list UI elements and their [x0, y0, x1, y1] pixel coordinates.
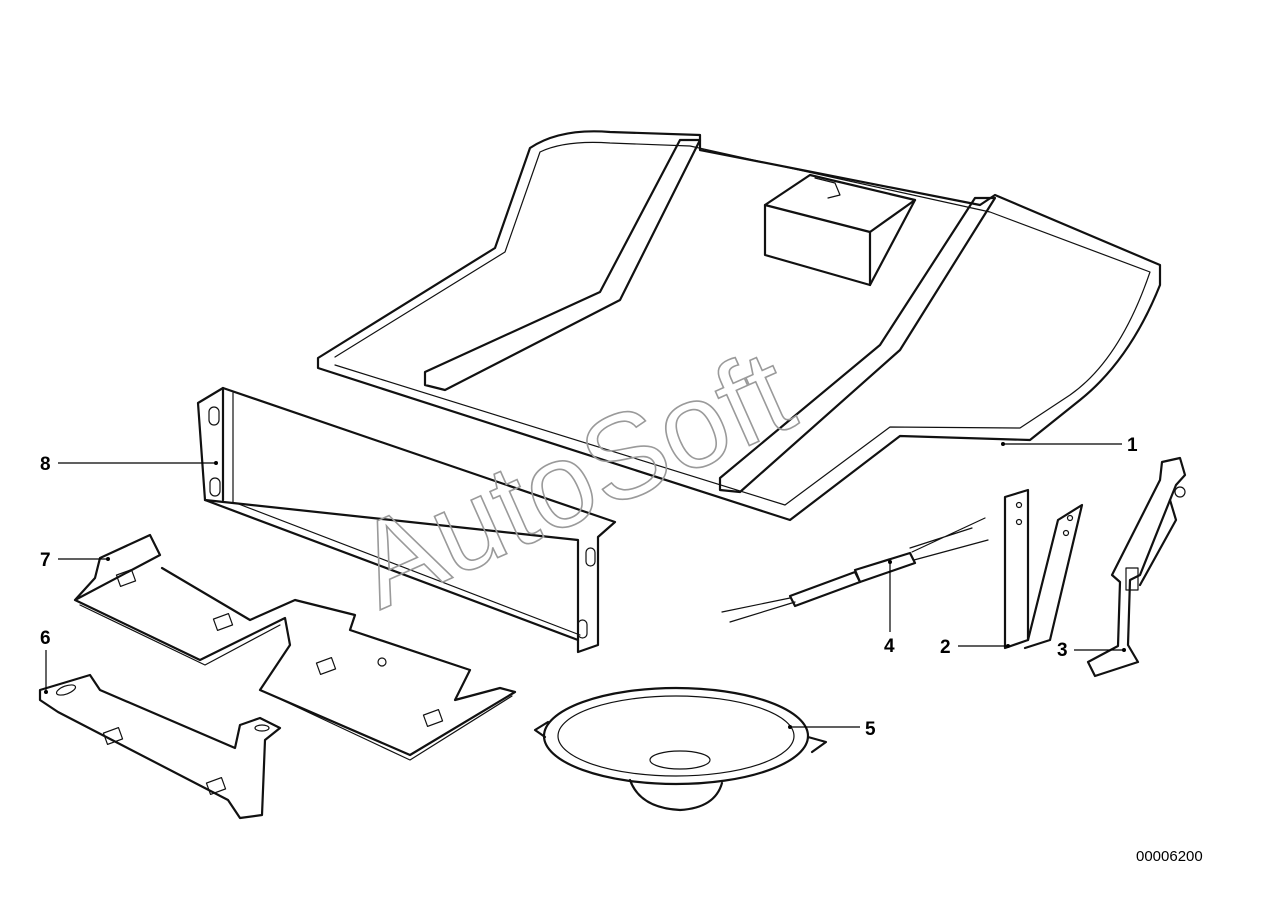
loudspeaker-part — [533, 686, 828, 812]
callout-3: 3 — [1057, 640, 1068, 661]
callout-5: 5 — [865, 719, 876, 740]
angle-bracket-part — [1003, 488, 1084, 650]
support-strut-part — [1086, 456, 1187, 678]
callout-2: 2 — [940, 637, 951, 658]
callout-labels: 1 2 3 4 5 6 7 8 — [40, 435, 1138, 740]
callout-7: 7 — [40, 550, 51, 571]
callout-1: 1 — [1127, 435, 1138, 456]
callout-4: 4 — [884, 636, 895, 657]
diagram-number: 00006200 — [1136, 848, 1203, 865]
front-cover-part — [196, 386, 617, 654]
callout-8: 8 — [40, 454, 51, 475]
cable-filter-part — [721, 517, 989, 623]
shelf-panel-part — [316, 130, 1162, 522]
watermark-text: AutoSoft — [336, 324, 811, 634]
leader-lines — [44, 442, 1126, 729]
mounting-plate-part — [73, 533, 517, 761]
callout-6: 6 — [40, 628, 51, 649]
lower-bracket-part — [38, 673, 282, 820]
